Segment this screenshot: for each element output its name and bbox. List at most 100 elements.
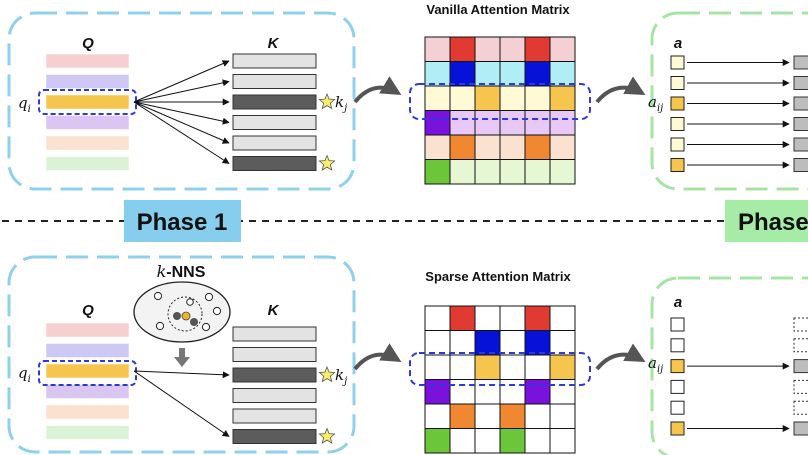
a-score-box [670, 117, 685, 131]
matrix-cell [474, 134, 501, 160]
a-score-box [670, 158, 685, 172]
a-score-box [670, 137, 685, 152]
matrix-cell [524, 379, 551, 405]
k-vector-bar [232, 156, 317, 171]
matrix-cell [474, 428, 501, 454]
top-right-panel [650, 11, 808, 191]
top-attention-matrix [424, 36, 576, 185]
top-a-header: a [674, 35, 682, 52]
bottom-matrix-title: Sparse Attention Matrix [425, 269, 571, 284]
bottom-attention-matrix [424, 305, 576, 454]
a-score-box [670, 55, 685, 70]
matrix-cell [424, 403, 451, 429]
matrix-cell [549, 110, 576, 136]
q-vector-bar [45, 322, 130, 338]
knns-point [153, 291, 163, 301]
matrix-cell [474, 379, 501, 405]
matrix-cell [424, 61, 451, 87]
knns-diagram: k-NNS [133, 262, 231, 367]
matrix-cell [524, 36, 551, 62]
bottom-k-header: K [268, 302, 280, 319]
bottom-k-bars [232, 326, 317, 444]
top-aij-label: aij [648, 93, 663, 114]
phase2-label: Phase [738, 209, 808, 236]
knns-label: k-NNS [157, 262, 206, 281]
a-score-box [670, 400, 685, 415]
top-curved-arrow-left [353, 76, 402, 104]
matrix-cell [424, 379, 451, 405]
matrix-cell [474, 85, 501, 111]
matrix-cell [549, 403, 576, 429]
v-vector-bar [793, 400, 808, 415]
matrix-cell [424, 305, 451, 331]
knns-neighborhood [167, 296, 203, 332]
star-icon [318, 154, 336, 171]
v-vector-bar [793, 317, 808, 332]
matrix-cell [424, 110, 451, 136]
matrix-cell [549, 85, 576, 111]
a-score-box [670, 421, 685, 436]
q-vector-bar [45, 363, 130, 379]
k-vector-bar [232, 74, 317, 89]
top-curved-arrow-right [595, 76, 646, 104]
matrix-cell [549, 134, 576, 160]
matrix-cell [449, 134, 476, 160]
matrix-cell [549, 159, 576, 185]
v-vector-bar [793, 96, 808, 111]
matrix-cell [549, 354, 576, 380]
phase2-badge: Phase [725, 200, 808, 242]
star-icon [318, 92, 336, 110]
top-k-header: K [268, 35, 280, 52]
matrix-cell [549, 36, 576, 62]
matrix-cell [499, 159, 526, 185]
star-icon [318, 365, 336, 383]
matrix-cell [524, 159, 551, 185]
knns-neighbor [190, 318, 198, 326]
a-score-box [670, 96, 685, 111]
k-vector-bar [232, 135, 317, 151]
matrix-cell [474, 354, 501, 380]
q-vector-bar [45, 74, 130, 89]
qk-arrow [133, 101, 230, 164]
matrix-cell [499, 110, 526, 136]
qk-arrow [133, 370, 230, 437]
v-vector-bar [793, 338, 808, 353]
a-score-box [670, 338, 685, 353]
matrix-cell [449, 403, 476, 429]
knns-neighbor [173, 312, 181, 320]
matrix-cell [524, 85, 551, 111]
bottom-qi-highlight [38, 360, 137, 386]
bottom-right-panel [650, 276, 808, 455]
bottom-row-highlight [409, 352, 591, 386]
top-section: Q K qi kj Vanilla Attention Matrix a aij [7, 2, 808, 191]
matrix-cell [449, 36, 476, 62]
matrix-cell [549, 305, 576, 331]
matrix-cell [524, 354, 551, 380]
matrix-cell [449, 61, 476, 87]
qk-arrow [133, 101, 230, 125]
a-score-box [670, 379, 685, 394]
matrix-cell [449, 85, 476, 111]
top-fan-arrows [133, 60, 230, 164]
v-vector-bar [793, 379, 808, 394]
star-icon [318, 427, 336, 444]
qk-arrow [133, 101, 230, 144]
matrix-cell [474, 110, 501, 136]
matrix-cell [424, 159, 451, 185]
v-vector-bar [793, 117, 808, 131]
matrix-cell [449, 159, 476, 185]
v-vector-bar [793, 76, 808, 90]
bottom-stars [318, 365, 336, 444]
knns-point [186, 298, 194, 306]
a-score-box [670, 317, 685, 332]
matrix-cell [549, 330, 576, 356]
phase1-badge: Phase 1 [124, 200, 241, 242]
q-vector-bar [45, 425, 130, 440]
matrix-cell [524, 428, 551, 454]
knns-down-arrow-head [174, 357, 190, 367]
top-stars [318, 92, 336, 171]
matrix-cell [524, 61, 551, 87]
matrix-cell [449, 354, 476, 380]
bottom-curved-arrow-left [353, 343, 402, 371]
